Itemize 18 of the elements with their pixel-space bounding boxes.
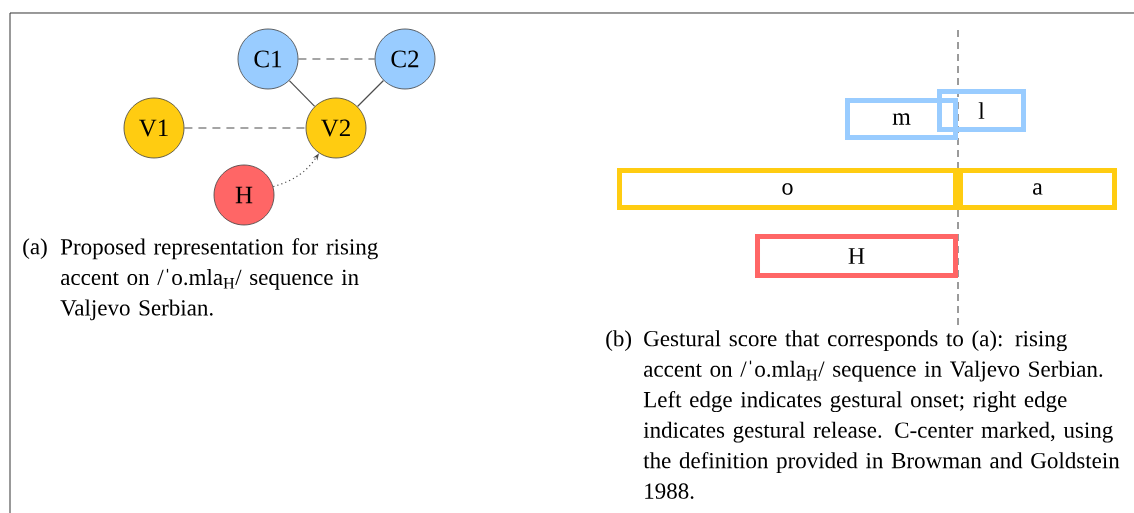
circle-node: C2 <box>374 28 436 90</box>
gesture-box: o <box>617 168 958 210</box>
connector <box>356 79 385 108</box>
connector <box>297 58 376 60</box>
caption-label: (a) <box>23 238 47 260</box>
gesture-box: l <box>937 89 1026 132</box>
circle-node: C1 <box>237 28 299 90</box>
caption-label: (b) <box>606 330 631 352</box>
circle-node: V1 <box>123 97 185 159</box>
connector <box>183 127 307 129</box>
gesture-box: H <box>755 234 958 278</box>
gesture-box: m <box>845 98 958 140</box>
connector <box>288 80 316 107</box>
caption-text: Proposed representation for rising accent on /ˈo.mla$_{H}$/ sequence in Valjevo Serbian. <box>60 238 378 321</box>
circle-node: H <box>213 164 275 226</box>
circle-node: V2 <box>305 97 367 159</box>
caption-text: Gestural score that corresponds to (a): rising accent on /ˈo.mla$_{H}$/ sequence in Valjevo Serbian. Left edge indicates gestural onset; right edge indicates gestural release. C-center marked, using the definition provided in Browman and Goldstein 1988. <box>643 330 1120 499</box>
gesture-box: a <box>958 168 1117 210</box>
